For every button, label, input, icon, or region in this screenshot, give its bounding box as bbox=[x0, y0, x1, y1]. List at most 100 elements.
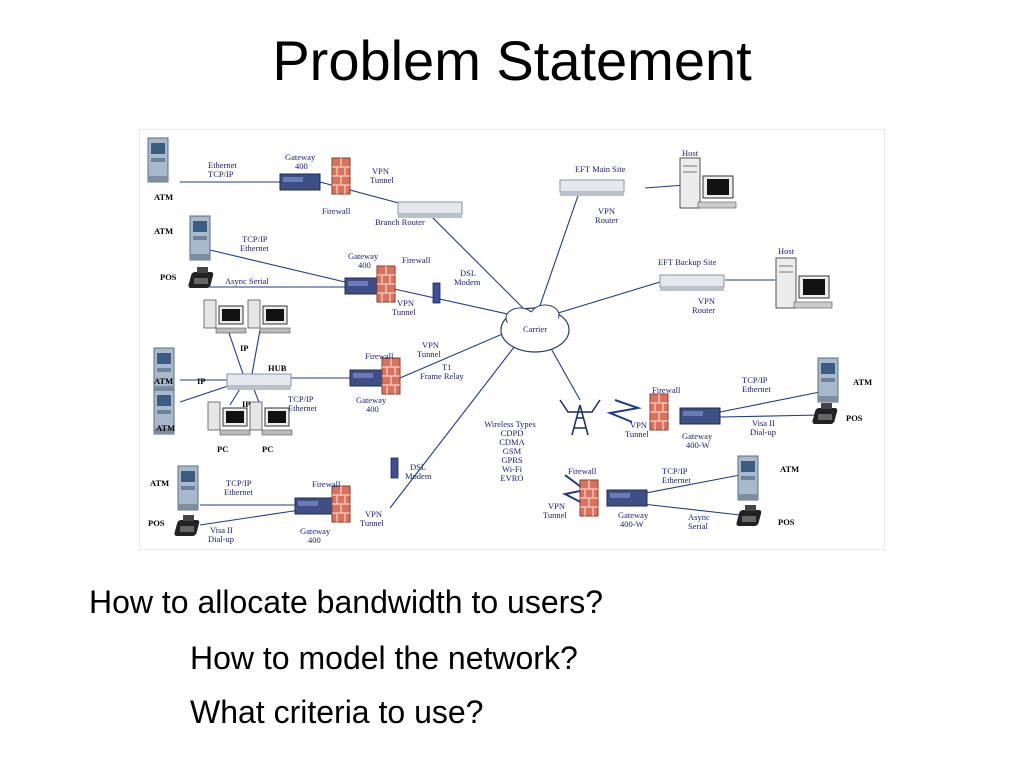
vpn-label: VPN bbox=[548, 501, 565, 511]
tcpip-label: TCP/IP bbox=[226, 478, 252, 488]
tcpip-label: TCP/IP bbox=[742, 375, 768, 385]
vpn-router-icon bbox=[659, 274, 725, 292]
gateway-label: Gateway bbox=[348, 251, 379, 261]
atm-icon bbox=[737, 455, 759, 501]
pos-terminal-icon bbox=[811, 403, 838, 424]
evro-label: EVRO bbox=[500, 473, 523, 483]
tunnel-label: Tunnel bbox=[370, 175, 394, 185]
pc-icon bbox=[203, 299, 247, 334]
host-server-icon bbox=[679, 157, 737, 209]
firewall-label: Firewall bbox=[568, 466, 597, 476]
pc-label: PC bbox=[262, 444, 273, 454]
pc-icon bbox=[249, 401, 293, 436]
gateway-model-label: 400 bbox=[366, 404, 379, 414]
gsm-label: GSM bbox=[503, 446, 522, 456]
router-label: Router bbox=[692, 305, 715, 315]
firewall-icon bbox=[649, 393, 669, 431]
pos-terminal-icon bbox=[173, 515, 200, 536]
tunnel-label: Tunnel bbox=[543, 510, 567, 520]
serial-label: Serial bbox=[688, 521, 708, 531]
antenna-tower-icon bbox=[559, 399, 601, 436]
gateway-icon bbox=[679, 407, 721, 425]
async-serial-label: Async Serial bbox=[225, 276, 269, 286]
tunnel-label: Tunnel bbox=[417, 349, 441, 359]
gateway-label: Gateway bbox=[300, 526, 331, 536]
firewall-label: Firewall bbox=[365, 351, 394, 361]
atm-icon bbox=[189, 215, 211, 261]
vpn-label: VPN bbox=[365, 509, 382, 519]
async-label: Async bbox=[688, 512, 710, 522]
carrier-cloud-icon bbox=[500, 304, 570, 353]
firewall-label: Firewall bbox=[652, 385, 681, 395]
hub-icon bbox=[226, 373, 292, 391]
wireless-types-label: Wireless Types bbox=[484, 419, 536, 429]
tcpip-label: TCP/IP bbox=[208, 169, 234, 179]
atm-icon bbox=[147, 137, 169, 183]
pos-label: POS bbox=[148, 518, 165, 528]
firewall-icon bbox=[381, 357, 401, 395]
gprs-label: GPRS bbox=[501, 455, 523, 465]
atm-label: ATM bbox=[156, 423, 175, 433]
frame-relay-label: Frame Relay bbox=[420, 371, 464, 381]
pc-icon bbox=[247, 299, 291, 334]
gateway-icon bbox=[279, 173, 321, 191]
atm-label: ATM bbox=[154, 192, 173, 202]
ip-label: IP bbox=[242, 399, 251, 409]
pos-terminal-icon bbox=[735, 505, 762, 526]
dial-up-label: Dial-up bbox=[750, 427, 776, 437]
vpn-label: VPN bbox=[630, 420, 647, 430]
vpn-label: VPN bbox=[422, 340, 439, 350]
ethernet-label: Ethernet bbox=[662, 475, 691, 485]
vpn-label: VPN bbox=[372, 166, 389, 176]
wifi-label: Wi-Fi bbox=[502, 464, 523, 474]
firewall-label: Firewall bbox=[402, 255, 431, 265]
host-server-icon bbox=[775, 257, 833, 309]
firewall-icon bbox=[331, 157, 351, 195]
network-diagram: Carrier ATM Ethernet TCP/IP Gateway 400 … bbox=[139, 129, 885, 550]
ethernet-label: Ethernet bbox=[240, 243, 269, 253]
gateway-icon bbox=[294, 497, 336, 515]
atm-icon bbox=[817, 357, 839, 403]
tunnel-label: Tunnel bbox=[625, 429, 649, 439]
firewall-icon bbox=[331, 485, 351, 523]
atm-label: ATM bbox=[853, 377, 872, 387]
question-bandwidth: How to allocate bandwidth to users? bbox=[89, 584, 604, 620]
atm-label: ATM bbox=[154, 226, 173, 236]
gateway-model-label: 400-W bbox=[686, 440, 710, 450]
gateway-label: Gateway bbox=[682, 431, 713, 441]
hub-label: HUB bbox=[268, 363, 287, 373]
pc-label: PC bbox=[217, 444, 228, 454]
gateway-label: Gateway bbox=[356, 395, 387, 405]
modem-label: Modem bbox=[454, 277, 481, 287]
host-label: Host bbox=[682, 148, 699, 158]
eft-backup-site-label: EFT Backup Site bbox=[658, 257, 717, 267]
cdpd-label: CDPD bbox=[501, 428, 524, 438]
vpn-label: VPN bbox=[397, 298, 414, 308]
firewall-label: Firewall bbox=[322, 206, 351, 216]
router-label: Router bbox=[595, 215, 618, 225]
visa-ii-label: Visa II bbox=[752, 418, 775, 428]
t1-label: T1 bbox=[442, 362, 451, 372]
tcpip-label: TCP/IP bbox=[662, 466, 688, 476]
firewall-icon bbox=[376, 265, 396, 303]
atm-label: ATM bbox=[780, 464, 799, 474]
ip-label: IP bbox=[240, 343, 249, 353]
branch-router-icon bbox=[397, 201, 463, 219]
vpn-label: VPN bbox=[598, 206, 615, 216]
gateway-model-label: 400 bbox=[358, 260, 371, 270]
modem-label: Modem bbox=[405, 471, 432, 481]
pos-label: POS bbox=[846, 413, 863, 423]
firewall-label: Firewall bbox=[312, 479, 341, 489]
slide-title: Problem Statement bbox=[272, 29, 752, 92]
tunnel-label: Tunnel bbox=[392, 307, 416, 317]
vpn-label: VPN bbox=[698, 296, 715, 306]
question-model: How to model the network? bbox=[190, 640, 578, 676]
cdma-label: CDMA bbox=[499, 437, 525, 447]
dsl-label: DSL bbox=[460, 268, 476, 278]
dsl-modem-icon bbox=[432, 282, 441, 304]
gateway-model-label: 400 bbox=[308, 535, 321, 545]
tunnel-label: Tunnel bbox=[360, 518, 384, 528]
atm-icon bbox=[177, 465, 199, 511]
dsl-label: DSL bbox=[410, 462, 426, 472]
gateway-label: Gateway bbox=[618, 510, 649, 520]
